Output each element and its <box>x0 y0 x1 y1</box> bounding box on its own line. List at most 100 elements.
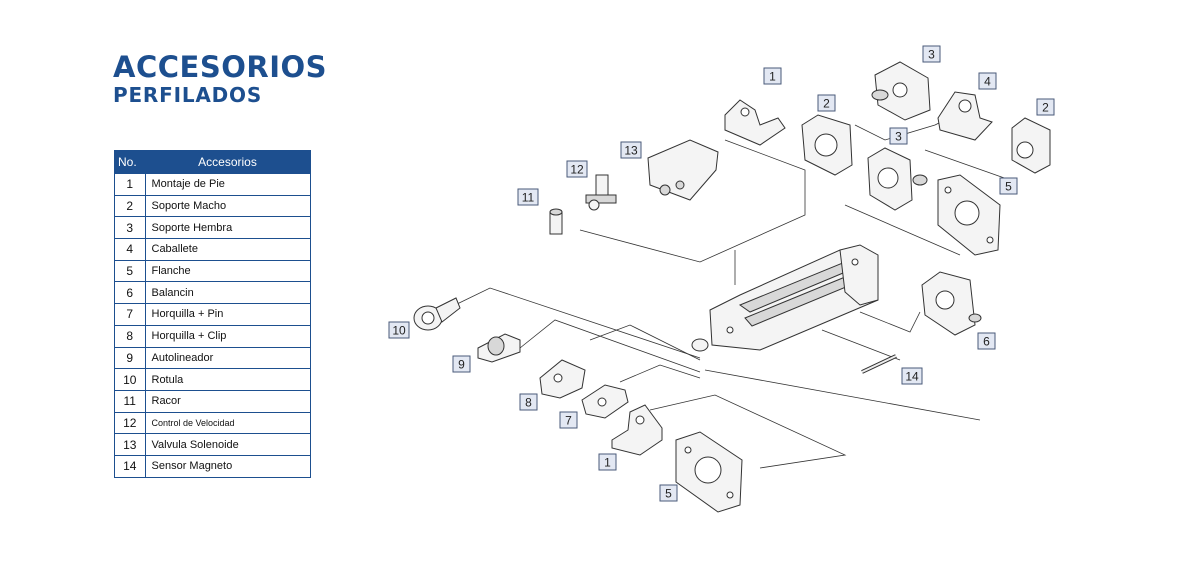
row-no: 1 <box>114 173 146 196</box>
svg-text:2: 2 <box>823 97 830 111</box>
svg-text:4: 4 <box>984 75 991 89</box>
row-no: 5 <box>114 259 146 282</box>
row-name: Autolineador <box>145 346 311 369</box>
callout-7: 7 <box>559 411 578 429</box>
svg-text:5: 5 <box>665 487 672 501</box>
part-foot-mount-bottom <box>611 404 663 456</box>
part-flange-bottom <box>675 431 743 513</box>
row-name: Horquilla + Pin <box>145 303 311 326</box>
svg-text:9: 9 <box>458 358 465 372</box>
part-caballete <box>937 91 993 141</box>
row-no: 2 <box>114 194 146 217</box>
part-fitting <box>549 208 563 235</box>
callout-2-top: 2 <box>817 94 836 112</box>
svg-text:8: 8 <box>525 396 532 410</box>
part-balancin <box>921 271 982 336</box>
row-name: Racor <box>145 389 311 413</box>
header-accessories: Accesorios <box>145 150 311 174</box>
svg-text:12: 12 <box>570 163 584 177</box>
part-female-bracket-top <box>871 61 931 121</box>
callout-1-top: 1 <box>763 67 782 85</box>
row-name: Sensor Magneto <box>145 454 311 478</box>
part-sensor <box>861 354 897 374</box>
callout-6: 6 <box>977 332 996 350</box>
part-clevis-pin <box>581 384 629 419</box>
row-name: Flanche <box>145 259 311 282</box>
part-foot-mount-top <box>724 99 786 146</box>
row-name: Caballete <box>145 238 311 261</box>
svg-text:13: 13 <box>624 144 638 158</box>
callout-1-bottom: 1 <box>598 453 617 471</box>
callout-9: 9 <box>452 355 471 373</box>
svg-text:7: 7 <box>565 414 572 428</box>
part-self-aligner <box>477 333 521 363</box>
callout-8: 8 <box>519 393 538 411</box>
callout-11: 11 <box>517 188 539 206</box>
header-no: No. <box>114 150 145 174</box>
row-name: Soporte Hembra <box>145 216 311 239</box>
callout-13: 13 <box>620 141 642 159</box>
callout-3-top: 3 <box>922 45 941 63</box>
title-line-1: ACCESORIOS <box>113 50 328 84</box>
svg-text:11: 11 <box>522 191 535 205</box>
part-male-bracket-right <box>1011 117 1051 174</box>
part-speed-control <box>585 174 617 211</box>
svg-text:1: 1 <box>604 456 611 470</box>
callout-12: 12 <box>566 160 588 178</box>
part-male-bracket-top <box>801 114 853 176</box>
part-female-bracket-mid <box>867 147 928 211</box>
row-no: 12 <box>114 411 146 434</box>
row-no: 10 <box>114 368 146 391</box>
part-solenoid-valve <box>647 139 719 201</box>
callout-5-right: 5 <box>999 177 1018 195</box>
svg-text:3: 3 <box>895 130 902 144</box>
svg-text:1: 1 <box>769 70 776 84</box>
title-line-2: PERFILADOS <box>113 83 263 107</box>
part-clevis-clip <box>539 359 586 399</box>
row-name: Valvula Solenoide <box>145 433 311 456</box>
table-header-row: No. Accesorios <box>114 150 311 174</box>
row-no: 3 <box>114 216 146 239</box>
row-no: 13 <box>114 433 146 456</box>
row-no: 7 <box>114 303 146 326</box>
callout-5-bottom: 5 <box>659 484 678 502</box>
callout-14: 14 <box>901 367 923 385</box>
svg-text:2: 2 <box>1042 101 1049 115</box>
row-no: 6 <box>114 281 146 304</box>
svg-text:5: 5 <box>1005 180 1012 194</box>
svg-text:3: 3 <box>928 48 935 62</box>
row-no: 4 <box>114 238 146 261</box>
callout-4: 4 <box>978 72 997 90</box>
callout-2-right: 2 <box>1036 98 1055 116</box>
row-name: Control de Velocidad <box>145 411 311 434</box>
row-no: 14 <box>114 454 146 478</box>
row-no: 11 <box>114 389 146 413</box>
row-no: 8 <box>114 324 146 347</box>
svg-text:6: 6 <box>983 335 990 349</box>
part-cylinder <box>691 244 879 352</box>
row-name: Balancin <box>145 281 311 304</box>
callout-3-mid: 3 <box>889 127 908 145</box>
page-title: ACCESORIOS PERFILADOS <box>113 50 327 106</box>
part-rod-end <box>413 297 461 331</box>
row-name: Horquilla + Clip <box>145 324 311 347</box>
svg-text:10: 10 <box>392 324 406 338</box>
row-name: Rotula <box>145 368 311 391</box>
row-name: Montaje de Pie <box>145 173 311 196</box>
callout-10: 10 <box>388 321 410 339</box>
row-no: 9 <box>114 346 146 369</box>
